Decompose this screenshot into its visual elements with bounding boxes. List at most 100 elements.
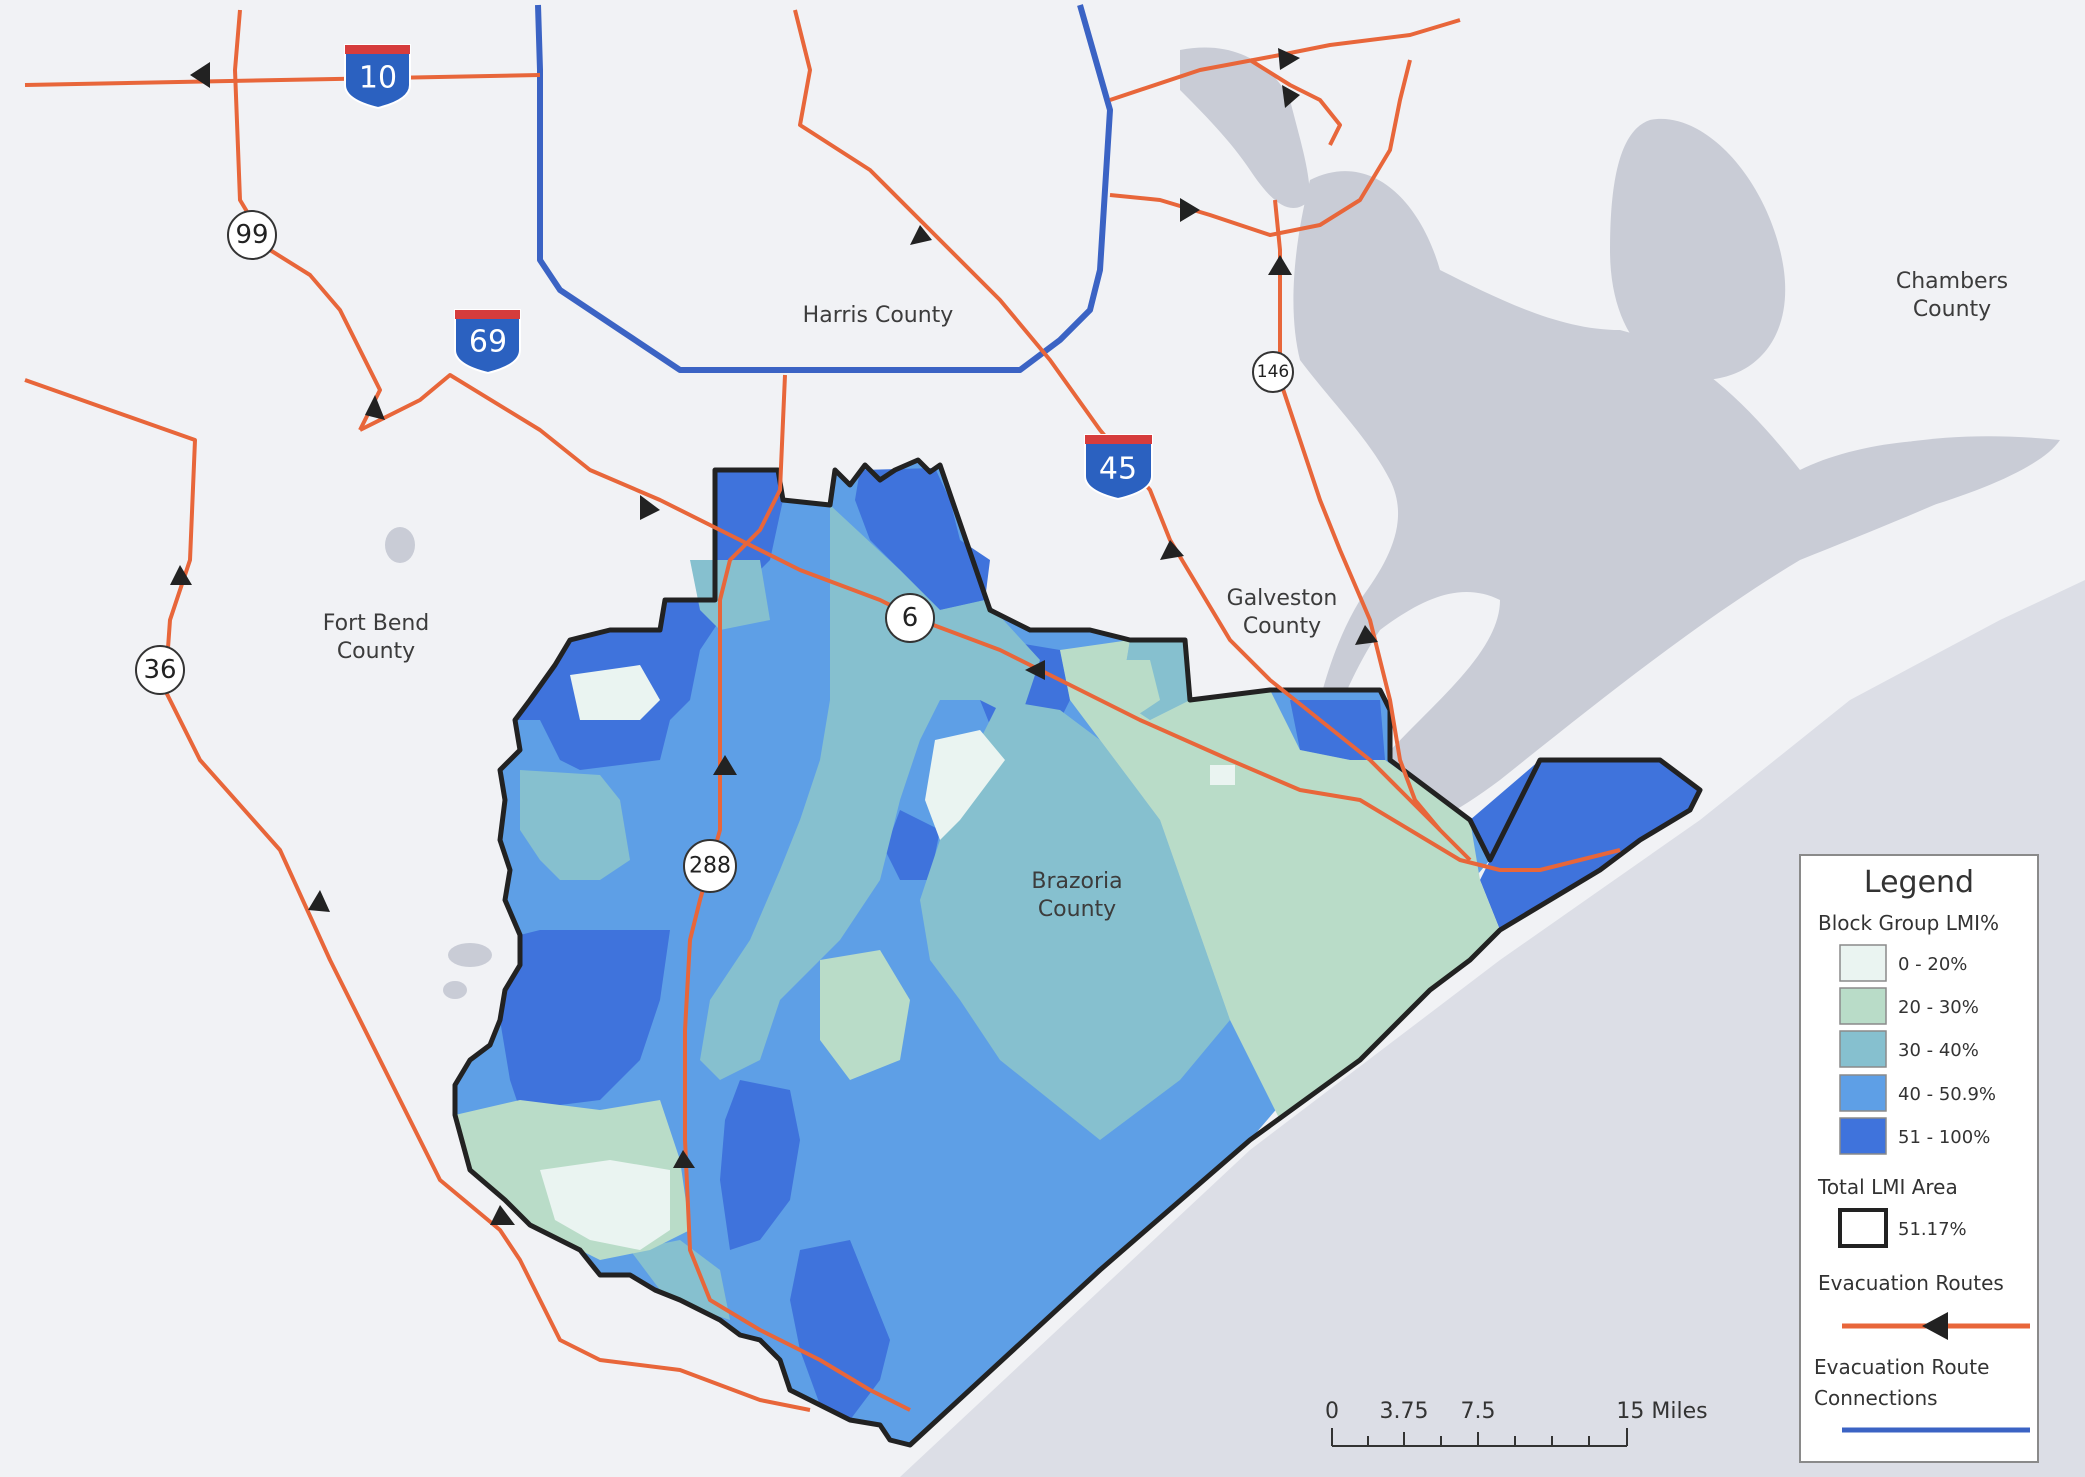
- route-sh288: [683, 374, 911, 1412]
- legend-swatch-51-100: [1839, 1117, 1887, 1155]
- block-group-lmi-30-40: [630, 1240, 730, 1320]
- svg-text:36: 36: [143, 655, 176, 685]
- block-group-lmi-51-100: [500, 930, 670, 1110]
- interstate-69-shield-icon: 69: [454, 309, 521, 375]
- east-bay: [1794, 436, 2060, 523]
- county-label-fort-bend: County: [337, 639, 415, 664]
- block-group-lmi-51-100: [1470, 760, 1700, 930]
- trinity-bay: [1610, 118, 1786, 381]
- block-group-lmi-0-20: [570, 665, 660, 720]
- block-group-lmi-51-100: [790, 1240, 890, 1420]
- county-label-harris: Harris County: [803, 303, 954, 328]
- legend-swatch-30-40: [1839, 1030, 1887, 1068]
- legend-label-40-50: 40 - 50.9%: [1898, 1084, 1996, 1105]
- highway-288-shield-icon: 288: [683, 839, 737, 893]
- legend-evac-connections-heading: Connections: [1814, 1386, 1938, 1410]
- route-arrow-icon: [365, 395, 385, 420]
- interstate-10-shield-icon: 10: [344, 44, 411, 110]
- route-arrows: [170, 48, 1378, 1225]
- lake: [448, 943, 492, 967]
- legend-label-30-40: 30 - 40%: [1898, 1040, 1979, 1061]
- legend-title: Legend: [1864, 865, 1974, 900]
- legend-swatch-20-30: [1839, 987, 1887, 1025]
- svg-text:6: 6: [902, 603, 919, 633]
- route-arrow-icon: [1278, 48, 1300, 70]
- route-arrow-icon: [910, 225, 932, 245]
- county-label-brazoria: Brazoria: [1031, 869, 1122, 894]
- legend-panel: Legend Block Group LMI% 0 - 20% 20 - 30%…: [1799, 854, 2039, 1463]
- county-label-fort-bend: Fort Bend: [323, 611, 430, 636]
- gulf-of-mexico: [900, 580, 2085, 1477]
- route-sh36: [24, 378, 811, 1412]
- interstate-45-shield-icon: 45: [1084, 434, 1153, 501]
- legend-label-0-20: 0 - 20%: [1898, 954, 1967, 975]
- highway-99-shield-icon: 99: [227, 210, 277, 260]
- county-label-brazoria: County: [1038, 897, 1116, 922]
- legend-evac-route-arrow-icon: [1922, 1312, 1948, 1340]
- route-arrow-icon: [640, 495, 660, 520]
- legend-evac-routes-heading: Evacuation Routes: [1818, 1271, 2004, 1295]
- svg-text:288: 288: [689, 854, 731, 879]
- block-group-lmi-30-40: [520, 770, 630, 880]
- route-arrow-icon: [308, 890, 330, 912]
- route-i10: [24, 73, 541, 87]
- svg-text:45: 45: [1099, 452, 1137, 487]
- highway-36-shield-icon: 36: [135, 645, 185, 695]
- block-group-lmi-20-30: [1060, 640, 1500, 1120]
- legend-label-total-lmi: 51.17%: [1898, 1219, 1967, 1240]
- legend-label-51-100: 51 - 100%: [1898, 1127, 1990, 1148]
- block-group-lmi-0-20: [925, 730, 1005, 840]
- svg-text:146: 146: [1257, 362, 1289, 382]
- evacuation-route-connection: [535, 4, 1113, 373]
- svg-text:99: 99: [235, 220, 268, 250]
- svg-text:69: 69: [469, 325, 507, 360]
- route-arrow-icon: [1282, 85, 1300, 108]
- route-arrow-icon: [490, 1205, 515, 1225]
- route-arrow-icon: [1025, 660, 1045, 680]
- route-arrow-icon: [1180, 198, 1200, 222]
- legend-swatch-total-lmi: [1838, 1208, 1888, 1248]
- lake: [443, 981, 467, 999]
- legend-label-20-30: 20 - 30%: [1898, 997, 1979, 1018]
- bay-north-channel: [1180, 47, 1310, 209]
- route-arrow-icon: [713, 755, 737, 775]
- scale-bar: 0 3.75 7.5 15 Miles: [1325, 1399, 1708, 1447]
- block-group-lmi-51-100: [885, 810, 940, 880]
- route-i69: [359, 373, 1621, 872]
- legend-block-group-heading: Block Group LMI%: [1818, 911, 1999, 935]
- route-arrow-icon: [1355, 625, 1378, 645]
- legend-swatch-0-20: [1839, 944, 1887, 982]
- route-northeast: [1248, 58, 1342, 146]
- block-group-lmi-30-40: [700, 505, 1040, 1080]
- svg-text:7.5: 7.5: [1461, 1399, 1496, 1424]
- lake: [385, 527, 415, 563]
- block-group-lmi-0-20: [1210, 765, 1235, 785]
- total-lmi-area-boundary: [452, 457, 1703, 1448]
- block-group-lmi-51-100: [855, 468, 990, 610]
- svg-text:10: 10: [359, 61, 397, 96]
- block-group-lmi-30-40: [690, 560, 770, 630]
- route-sh146: [1273, 199, 1442, 832]
- highway-146-shield-icon: 146: [1252, 351, 1294, 393]
- legend-evac-connections-heading: Evacuation Route: [1814, 1355, 1989, 1379]
- galveston-bay: [1293, 171, 2040, 861]
- route-arrow-icon: [673, 1150, 695, 1168]
- route-i10-east: [1109, 18, 1461, 102]
- county-label-galveston: County: [1243, 614, 1321, 639]
- block-group-lmi-51-100: [720, 1080, 800, 1250]
- legend-swatch-40-50: [1839, 1074, 1887, 1112]
- svg-text:0: 0: [1325, 1399, 1339, 1424]
- route-sh99: [233, 9, 382, 431]
- county-label-galveston: Galveston: [1227, 586, 1338, 611]
- block-group-lmi-20-30: [1100, 660, 1160, 720]
- highway-6-shield-icon: 6: [885, 593, 935, 643]
- route-east-connector: [1109, 59, 1412, 237]
- block-group-lmi-0-20: [540, 1160, 670, 1250]
- route-arrow-icon: [170, 565, 192, 585]
- route-arrow-icon: [1160, 540, 1184, 560]
- legend-total-heading: Total LMI Area: [1817, 1175, 1958, 1199]
- route-arrow-icon: [1268, 255, 1292, 275]
- route-arrow-icon: [190, 62, 210, 88]
- county-label-chambers: County: [1913, 297, 1991, 322]
